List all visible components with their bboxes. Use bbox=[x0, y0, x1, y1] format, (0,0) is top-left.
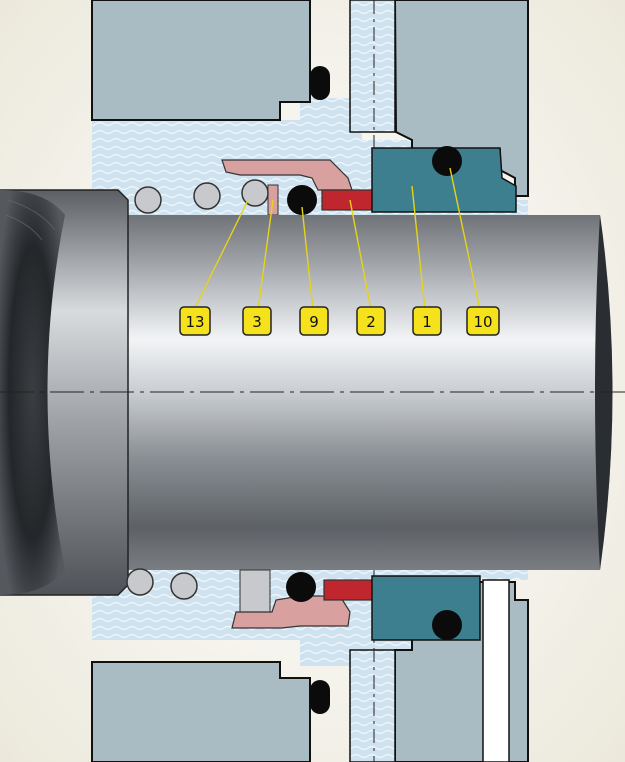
callout-13: 13 bbox=[179, 306, 211, 336]
callout-10: 10 bbox=[466, 306, 500, 336]
spring-coil-top-3 bbox=[241, 179, 269, 207]
callout-13-label: 13 bbox=[185, 313, 204, 331]
callout-9-label: 9 bbox=[309, 313, 319, 331]
spring-coil-bottom-1 bbox=[126, 568, 154, 596]
bellows-top bbox=[221, 159, 353, 191]
leader-1 bbox=[411, 185, 426, 311]
callout-10-label: 10 bbox=[473, 313, 492, 331]
leader-10 bbox=[449, 167, 481, 311]
oring-10-top bbox=[432, 146, 462, 176]
callout-3-label: 3 bbox=[252, 313, 262, 331]
housing-oring-bottom bbox=[310, 680, 330, 714]
leader-2 bbox=[349, 199, 372, 311]
callout-1: 1 bbox=[412, 306, 442, 336]
bellows-bottom bbox=[231, 595, 351, 629]
housing-bottom-left bbox=[91, 661, 311, 762]
gland-gap-bottom bbox=[349, 649, 396, 762]
callout-2-label: 2 bbox=[366, 313, 376, 331]
leader-lines bbox=[193, 167, 481, 311]
callout-1-label: 1 bbox=[422, 313, 432, 331]
callout-2: 2 bbox=[356, 306, 386, 336]
oring-10-bottom bbox=[432, 610, 462, 640]
housing-top-left bbox=[91, 0, 311, 121]
seal-face-bottom bbox=[371, 575, 481, 641]
gland-gap-top bbox=[349, 0, 396, 133]
spring-coil-top-1 bbox=[134, 186, 162, 214]
oring-9-bottom bbox=[286, 572, 316, 602]
leader-13 bbox=[193, 199, 249, 311]
set-screw-bottom bbox=[482, 579, 510, 762]
sleeve-top bbox=[321, 189, 375, 211]
spring-coil-top-2 bbox=[193, 182, 221, 210]
housing-oring-top bbox=[310, 66, 330, 100]
leader-9 bbox=[301, 206, 314, 311]
sleeve-bottom bbox=[323, 579, 375, 601]
seal-face-top bbox=[371, 147, 517, 213]
callout-9: 9 bbox=[299, 306, 329, 336]
callout-3: 3 bbox=[242, 306, 272, 336]
leader-3 bbox=[257, 199, 274, 311]
oring-9-top bbox=[287, 185, 317, 215]
spring-coil-bottom-2 bbox=[170, 572, 198, 600]
